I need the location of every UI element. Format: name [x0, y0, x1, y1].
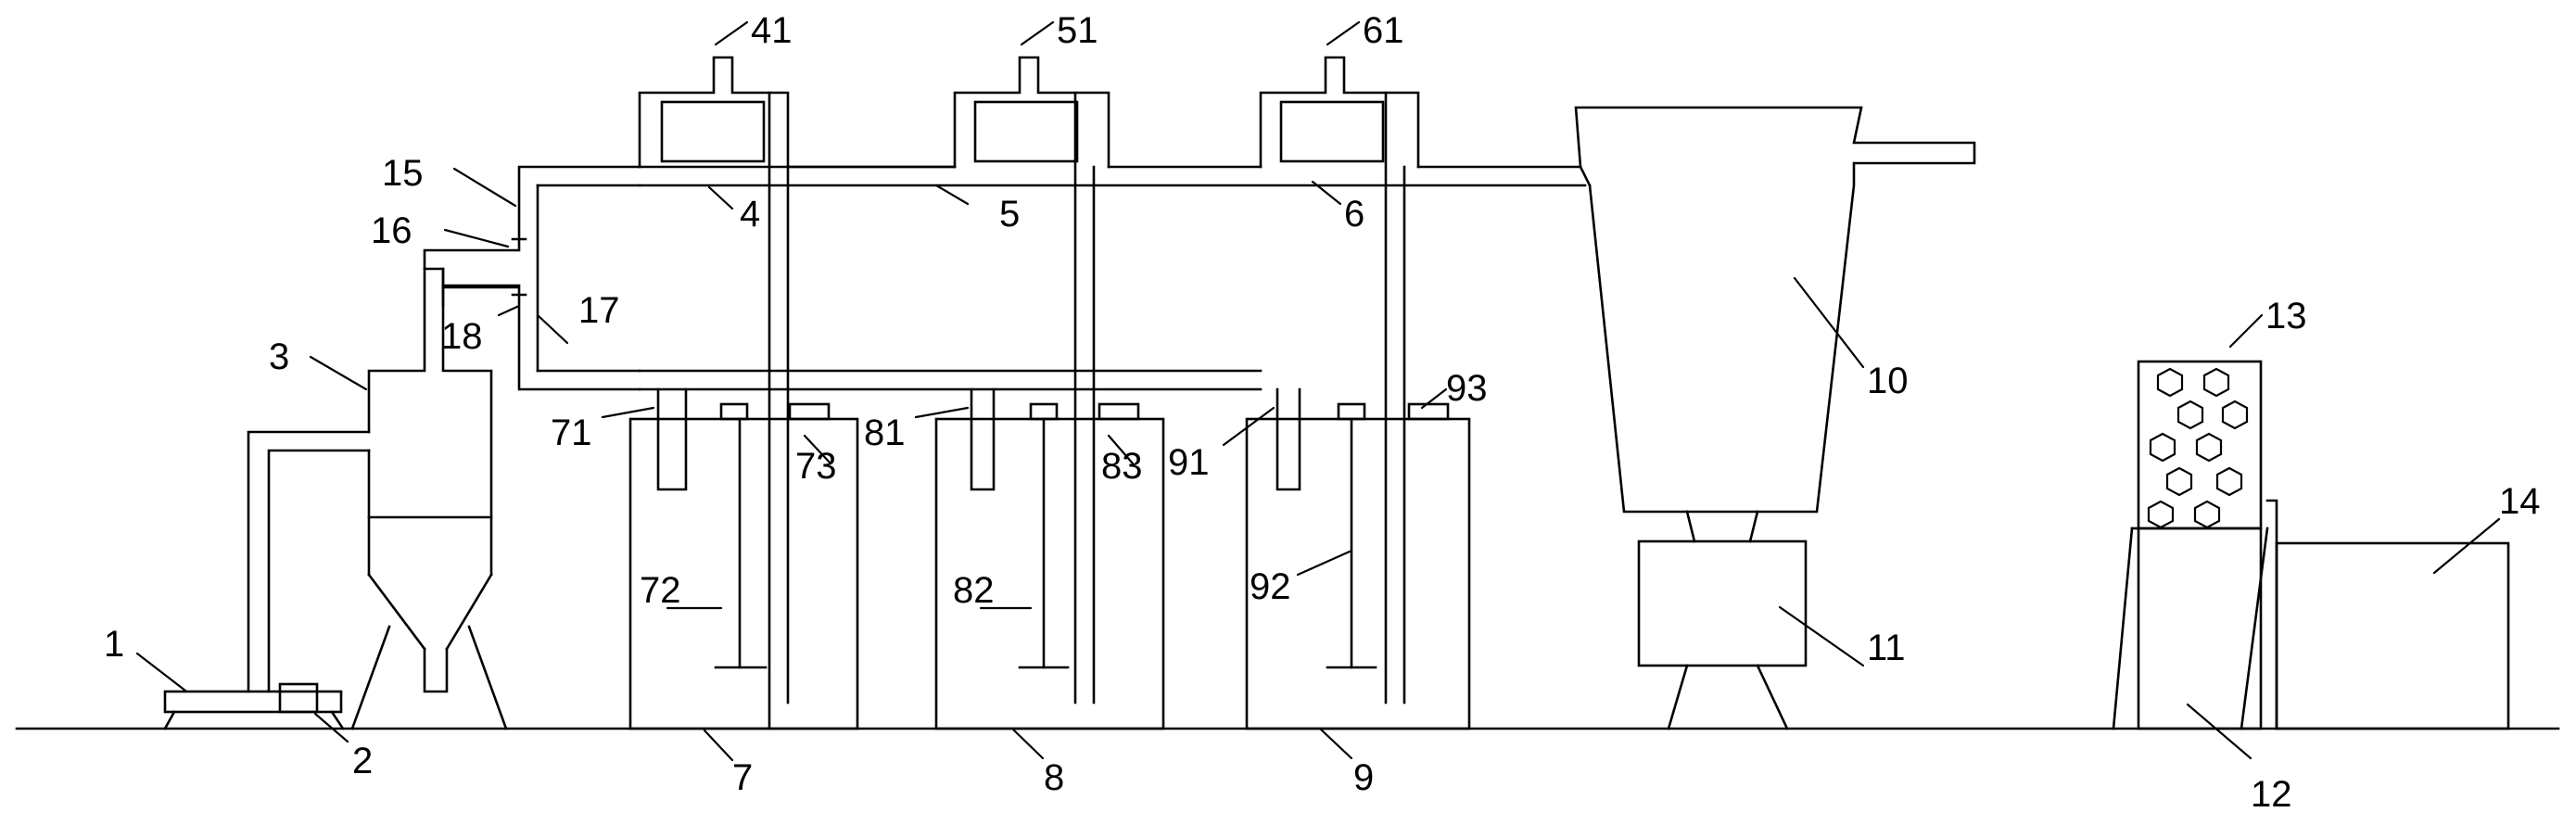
label-9: 9 — [1353, 757, 1374, 798]
label-11: 11 — [1867, 628, 1906, 668]
label-14: 14 — [2499, 481, 2541, 522]
label-10: 10 — [1867, 361, 1909, 401]
label-81: 81 — [864, 412, 906, 453]
label-2: 2 — [352, 741, 373, 781]
component-13-column — [2137, 360, 2263, 530]
label-91: 91 — [1168, 442, 1210, 483]
labels: 1 2 3 15 16 18 17 4 41 5 51 6 61 71 72 7… — [104, 10, 2541, 815]
component-12-frame — [2112, 499, 2278, 730]
component-3-cyclone — [350, 267, 508, 730]
label-12: 12 — [2251, 774, 2292, 815]
header-pipe — [638, 165, 1587, 391]
label-7: 7 — [732, 757, 753, 798]
label-4: 4 — [740, 194, 760, 235]
component-6-condenser — [1259, 56, 1420, 704]
label-92: 92 — [1250, 566, 1291, 607]
label-18: 18 — [441, 316, 483, 357]
label-73: 73 — [795, 446, 837, 487]
pipe-15 — [423, 165, 641, 391]
label-61: 61 — [1363, 10, 1404, 51]
label-82: 82 — [953, 570, 995, 611]
component-1-base — [163, 690, 345, 730]
label-93: 93 — [1446, 368, 1488, 409]
feed-pipe — [247, 430, 371, 693]
component-4-condenser — [638, 56, 790, 730]
label-1: 1 — [104, 624, 124, 665]
label-6: 6 — [1344, 194, 1364, 235]
label-3: 3 — [269, 336, 289, 377]
leader-lines — [135, 20, 2501, 762]
label-83: 83 — [1101, 446, 1143, 487]
label-71: 71 — [551, 412, 592, 453]
label-15: 15 — [382, 153, 424, 194]
label-51: 51 — [1057, 10, 1098, 51]
label-72: 72 — [640, 570, 681, 611]
component-5-condenser — [953, 56, 1110, 704]
component-7-tank — [628, 387, 859, 730]
label-41: 41 — [751, 10, 793, 51]
component-8-tank — [934, 387, 1165, 730]
component-9-tank — [1245, 387, 1471, 730]
label-17: 17 — [578, 290, 620, 331]
component-11-box — [1637, 539, 1808, 730]
component-2-pump — [278, 682, 319, 714]
label-16: 16 — [371, 210, 412, 251]
component-10-hopper — [1574, 106, 1976, 543]
inlet-18 — [441, 284, 521, 308]
label-13: 13 — [2265, 296, 2307, 336]
label-5: 5 — [999, 194, 1020, 235]
component-14-container — [2275, 541, 2510, 730]
label-8: 8 — [1044, 757, 1064, 798]
